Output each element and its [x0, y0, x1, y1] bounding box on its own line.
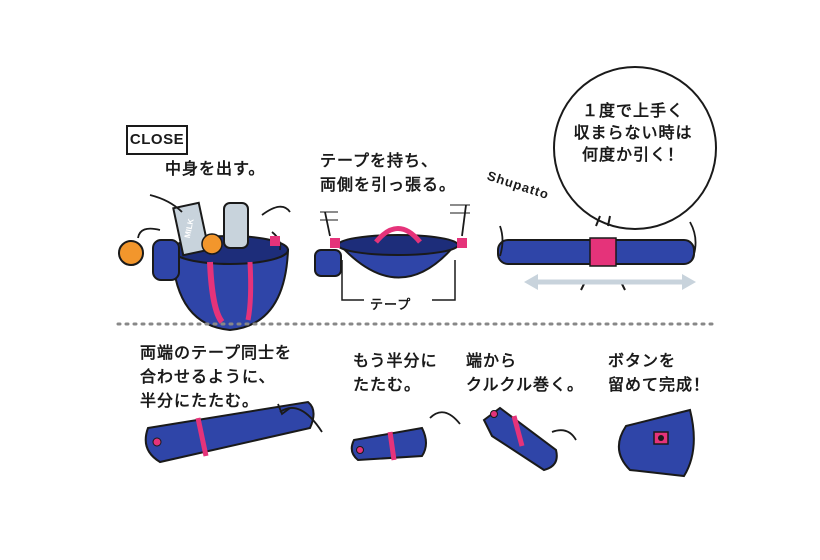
- close-badge: CLOSE: [126, 125, 188, 155]
- fold-tape: [195, 417, 209, 457]
- bag2-opening: [337, 234, 459, 256]
- arrow-head-right: [682, 274, 696, 290]
- fold-arrow-head: [277, 403, 291, 416]
- bag2-pink-right: [457, 238, 467, 248]
- milk-carton: [172, 201, 210, 257]
- pink-tab: [270, 236, 280, 246]
- roll-tape: [511, 415, 525, 447]
- step4-caption-line2: 合わせるように、: [140, 367, 276, 386]
- tape-label: テープ: [370, 298, 412, 313]
- bag-strap: [207, 261, 225, 324]
- step5-caption-line2: たたむ。: [353, 375, 422, 394]
- step4-fold-illustration: [144, 400, 323, 464]
- hand3-left: [499, 225, 504, 257]
- bag-body: [170, 249, 290, 332]
- pouch-button: [658, 435, 664, 441]
- step4-caption-line1: 両端のテープ同士を: [140, 343, 293, 362]
- speech-bubble-text: １度で上手く 収まらない時は 何度か引く！: [553, 100, 713, 166]
- milk-label: MILK: [183, 218, 196, 239]
- step5-caption-line1: もう半分に: [353, 351, 438, 370]
- motion-right: [450, 204, 470, 214]
- fold2-body: [350, 426, 427, 462]
- step4-caption-line3: 半分にたたむ。: [140, 391, 260, 410]
- fold-arrow: [279, 407, 323, 433]
- step2-caption-line2: 両側を引っ張る。: [320, 175, 457, 194]
- step2-bag-illustration: [314, 204, 470, 301]
- fruit-in-bag: [201, 233, 223, 255]
- step2-caption-line1: テープを持ち、: [320, 151, 439, 170]
- fold-body: [144, 400, 315, 464]
- step7-complete-illustration: [618, 408, 695, 478]
- speech-bubble: [553, 66, 717, 230]
- step6-caption-line1: 端から: [466, 351, 518, 370]
- pouch-side: [152, 239, 180, 281]
- step1-caption: 中身を出す。: [165, 159, 266, 178]
- bottle: [223, 202, 249, 249]
- roll-arrow: [551, 429, 577, 441]
- step1-bag-illustration: MILK: [118, 194, 291, 332]
- orange-outside: [118, 240, 144, 266]
- bar-pink-band: [589, 237, 617, 267]
- hand-left: [149, 194, 183, 213]
- step6-roll-illustration: [482, 406, 577, 472]
- fold2-button: [356, 446, 364, 454]
- step3-bar-illustration: [497, 215, 697, 291]
- roll-button: [490, 410, 498, 418]
- bag2-side-pouch: [314, 249, 342, 277]
- step7-caption-line2: 留めて完成！: [608, 375, 711, 394]
- hand3-right: [689, 221, 697, 261]
- tape-bracket: [341, 260, 456, 301]
- fold2-arrow: [429, 411, 461, 425]
- bubble-line2: 収まらない時は: [573, 123, 693, 142]
- hand2-left: [324, 211, 331, 237]
- hand2-right: [461, 204, 467, 237]
- bag2-pink-left: [330, 238, 340, 248]
- fold2-tape: [387, 431, 397, 461]
- fold-button: [152, 437, 162, 447]
- bubble-line3: 何度か引く！: [581, 145, 684, 164]
- step6-caption-line2: クルクル巻く。: [466, 375, 585, 394]
- motion-left: [320, 211, 338, 221]
- bag-strap-right: [245, 261, 254, 321]
- step7-caption-line1: ボタンを: [608, 351, 677, 370]
- arrow-out-left: [137, 227, 161, 239]
- arrow-out-right: [261, 205, 291, 216]
- arrow-head-left: [524, 274, 538, 290]
- bubble-line1: １度で上手く: [581, 101, 684, 120]
- bag2-handle: [374, 226, 422, 244]
- step5-fold-illustration: [350, 411, 461, 462]
